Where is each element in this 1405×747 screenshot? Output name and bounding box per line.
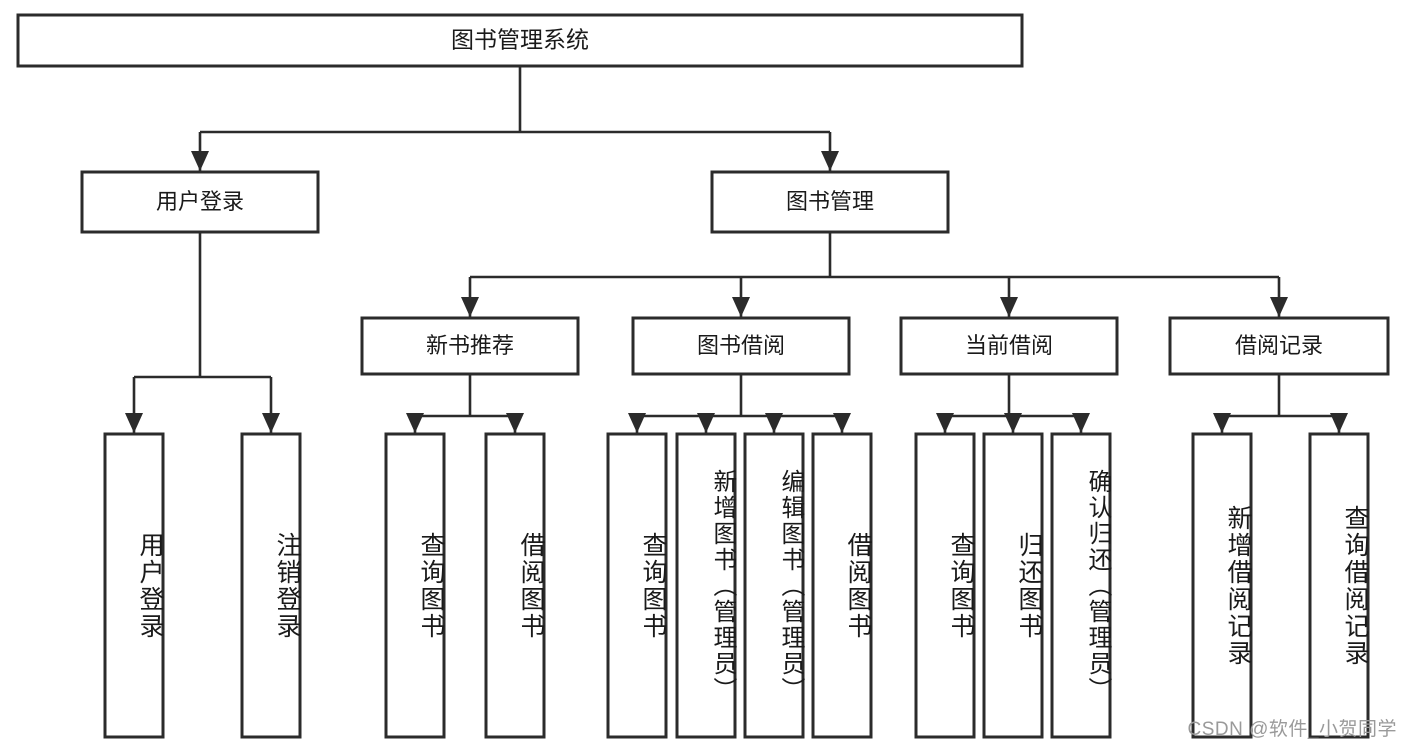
connector-group-new-book-recommend [406,374,524,433]
box-outline [606,432,668,739]
node-leaf-user-login[interactable] [103,432,165,739]
box-outline [710,170,950,234]
box-outline [899,316,1119,376]
connector-group-borrow-record [1213,374,1348,433]
arrow-head-icon [732,297,750,317]
connector-group-current-borrow [936,374,1090,433]
box-outline [360,316,580,376]
arrow-head-icon [262,413,280,433]
arrow-head-icon [765,413,783,433]
node-leaf-borrow-edit-book[interactable] [743,432,805,739]
box-outline [1308,432,1370,739]
box-outline [1191,432,1253,739]
box-outline [631,316,851,376]
arrow-head-icon [1000,297,1018,317]
arrow-head-icon [628,413,646,433]
arrow-head-icon [1072,413,1090,433]
box-outline [16,13,1024,68]
box-outline [103,432,165,739]
arrow-head-icon [1270,297,1288,317]
arrow-head-icon [125,413,143,433]
node-leaf-cur-query-book[interactable] [914,432,976,739]
connector-group-book-borrow [628,374,851,433]
node-root[interactable]: 图书管理系统 [16,13,1024,68]
csdn-watermark: CSDN @软件_小贺同学 [1187,719,1397,740]
arrow-head-icon [821,151,839,171]
node-label: 图书管理系统 [451,27,589,53]
arrow-head-icon [506,413,524,433]
box-outline [1050,432,1112,739]
box-outline [240,432,302,739]
node-leaf-cur-confirm-return[interactable] [1050,432,1112,739]
node-label: 图书管理 [786,189,874,214]
connector-group-root [191,66,839,171]
node-label: 借阅记录 [1235,333,1323,358]
box-outline [743,432,805,739]
node-leaf-rec-add-record[interactable] [1191,432,1253,739]
connector-group-book-manage [461,232,1288,317]
arrow-head-icon [1004,413,1022,433]
box-outline [80,170,320,234]
node-label: 当前借阅 [965,333,1053,358]
arrow-head-icon [697,413,715,433]
node-leaf-borrow-borrow-book[interactable] [811,432,873,739]
box-outline [914,432,976,739]
box-outline [811,432,873,739]
node-new-book-recommend[interactable]: 新书推荐 [360,316,580,376]
node-leaf-borrow-add-book[interactable] [675,432,737,739]
arrow-head-icon [191,151,209,171]
connector-group-user-login [125,232,280,433]
arrow-head-icon [936,413,954,433]
box-outline [1168,316,1390,376]
node-leaf-borrow-query-book[interactable] [606,432,668,739]
node-label: 图书借阅 [697,333,785,358]
node-label: 新书推荐 [426,333,514,358]
node-leaf-user-logout[interactable] [240,432,302,739]
node-label: 用户登录 [156,189,244,214]
box-outline [675,432,737,739]
arrow-head-icon [461,297,479,317]
box-outline [384,432,446,739]
arrow-head-icon [406,413,424,433]
node-leaf-rec-borrow-book[interactable] [484,432,546,739]
node-leaf-cur-return-book[interactable] [982,432,1044,739]
box-outline [982,432,1044,739]
arrow-head-icon [1330,413,1348,433]
node-user-login[interactable]: 用户登录 [80,170,320,234]
arrow-head-icon [1213,413,1231,433]
node-current-borrow[interactable]: 当前借阅 [899,316,1119,376]
node-book-borrow[interactable]: 图书借阅 [631,316,851,376]
box-outline [484,432,546,739]
node-leaf-rec-query-record[interactable] [1308,432,1370,739]
connector-layer [125,66,1348,433]
node-leaf-rec-query-book[interactable] [384,432,446,739]
node-borrow-record[interactable]: 借阅记录 [1168,316,1390,376]
arrow-head-icon [833,413,851,433]
node-book-manage[interactable]: 图书管理 [710,170,950,234]
